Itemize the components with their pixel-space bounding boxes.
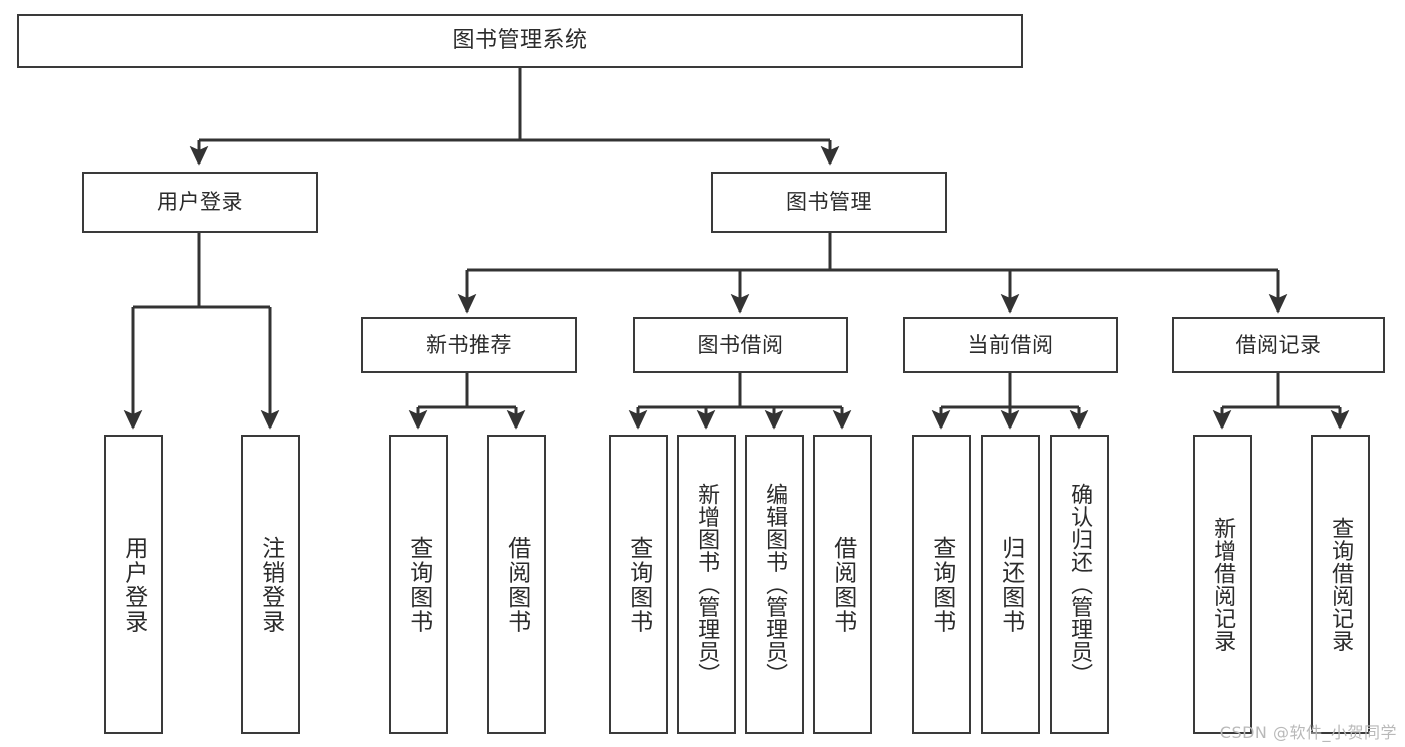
node-leaf-user-login-label: 用户登录: [120, 535, 147, 634]
node-user-login-label: 用户登录: [157, 190, 243, 215]
node-leaf-borrow-book-a[interactable]: 借阅图书: [487, 435, 546, 734]
node-leaf-borrow-book-b[interactable]: 借阅图书: [813, 435, 872, 734]
node-new-book-rec[interactable]: 新书推荐: [361, 317, 577, 373]
node-leaf-edit-book-label: 编辑图书（管理员）: [762, 483, 788, 686]
node-leaf-query-book-b[interactable]: 查询图书: [609, 435, 668, 734]
node-leaf-add-record[interactable]: 新增借阅记录: [1193, 435, 1252, 734]
node-leaf-add-book[interactable]: 新增图书（管理员）: [677, 435, 736, 734]
node-leaf-query-record[interactable]: 查询借阅记录: [1311, 435, 1370, 734]
node-leaf-logout-label: 注销登录: [257, 535, 284, 634]
node-leaf-query-book-c[interactable]: 查询图书: [912, 435, 971, 734]
node-leaf-confirm-return-label: 确认归还（管理员）: [1067, 483, 1093, 686]
node-leaf-query-book-c-label: 查询图书: [928, 535, 955, 634]
watermark: CSDN @软件_小贺同学: [1219, 723, 1397, 742]
node-leaf-add-record-label: 新增借阅记录: [1210, 517, 1236, 652]
node-leaf-user-login[interactable]: 用户登录: [104, 435, 163, 734]
node-current-borrow-label: 当前借阅: [967, 332, 1054, 357]
node-book-borrow[interactable]: 图书借阅: [633, 317, 848, 373]
node-leaf-return-book[interactable]: 归还图书: [981, 435, 1040, 734]
node-leaf-borrow-book-b-label: 借阅图书: [829, 535, 856, 634]
node-leaf-return-book-label: 归还图书: [997, 535, 1024, 634]
node-leaf-edit-book[interactable]: 编辑图书（管理员）: [745, 435, 804, 734]
node-user-login[interactable]: 用户登录: [82, 172, 318, 233]
node-book-manage[interactable]: 图书管理: [711, 172, 947, 233]
node-borrow-record-label: 借阅记录: [1235, 332, 1322, 357]
node-book-borrow-label: 图书借阅: [697, 332, 784, 357]
node-root[interactable]: 图书管理系统: [17, 14, 1023, 68]
node-leaf-query-book-a[interactable]: 查询图书: [389, 435, 448, 734]
node-leaf-query-book-b-label: 查询图书: [625, 535, 652, 634]
node-leaf-query-record-label: 查询借阅记录: [1328, 517, 1354, 652]
node-root-label: 图书管理系统: [452, 28, 588, 54]
node-leaf-query-book-a-label: 查询图书: [405, 535, 432, 634]
node-leaf-logout[interactable]: 注销登录: [241, 435, 300, 734]
node-borrow-record[interactable]: 借阅记录: [1172, 317, 1385, 373]
node-leaf-add-book-label: 新增图书（管理员）: [694, 483, 720, 686]
node-current-borrow[interactable]: 当前借阅: [903, 317, 1118, 373]
node-leaf-borrow-book-a-label: 借阅图书: [503, 535, 530, 634]
node-leaf-confirm-return[interactable]: 确认归还（管理员）: [1050, 435, 1109, 734]
node-new-book-rec-label: 新书推荐: [426, 332, 512, 357]
node-book-manage-label: 图书管理: [786, 190, 872, 215]
